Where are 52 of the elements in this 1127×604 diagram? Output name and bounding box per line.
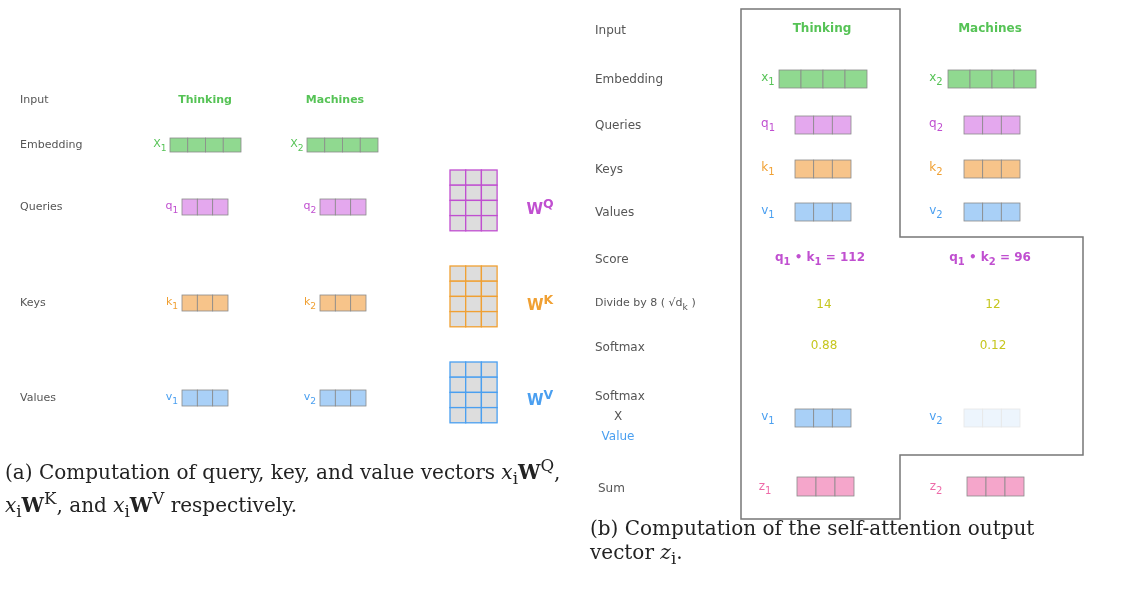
vector-label: x$_{1}$: [761, 70, 775, 88]
score-value: 14: [816, 296, 832, 312]
column-heading: Machines: [958, 20, 1022, 36]
vector-label: q$_{1}$: [761, 116, 775, 134]
vector-label: v$_{1}$: [761, 409, 775, 427]
score-value: 0.88: [810, 337, 838, 353]
vector-label: v$_{2}$: [303, 390, 317, 406]
row-label: Keys: [20, 296, 46, 310]
vector-label: k$_{2}$: [303, 295, 317, 311]
vector-label: k$_{1}$: [761, 160, 775, 178]
row-label: Values: [20, 391, 56, 405]
column-heading: Thinking: [792, 20, 852, 36]
row-label: Input: [20, 93, 49, 107]
column-heading: Machines: [305, 93, 365, 107]
score-value: 12: [985, 296, 1001, 312]
row-label: Embedding: [595, 71, 664, 87]
vector-label: x$_{2}$: [929, 70, 943, 88]
vector-label: v$_{1}$: [165, 390, 179, 406]
caption: (a) Computation of query, key, and value vectors x$_{i}$W$^{Q}$, x$_{i}$W$^{K}$, and x$_{i}$W$^{V}$ respectively.: [5, 456, 562, 522]
vector-label: q$_{2}$: [303, 199, 317, 215]
vector-label: q$_{2}$: [929, 116, 943, 134]
vector-label: v$_{2}$: [929, 203, 943, 221]
vector-label: q$_{1}$: [165, 199, 179, 215]
row-label: Keys: [595, 161, 623, 177]
row-label: Softmax: [595, 339, 645, 355]
row-label: Queries: [20, 200, 63, 214]
column-heading: Thinking: [178, 93, 232, 107]
row-label: Values: [595, 204, 635, 220]
row-label: Score: [595, 251, 629, 267]
score-formula: q$_{1}$ • k$_{2}$ = 96: [949, 250, 1031, 268]
matrix-label: W$^{Q}$: [526, 196, 554, 218]
row-label: Queries: [595, 117, 642, 133]
row-label: Divide by 8 ( √d$_{k}$ ): [595, 296, 696, 312]
row-label: Sum: [598, 480, 625, 496]
matrix-label: W$^{V}$: [526, 387, 554, 409]
vector-label: z$_{2}$: [929, 479, 943, 497]
row-label: Softmax: [595, 388, 645, 404]
caption: (b) Computation of the self-attention output vector z$_{i}$.: [590, 516, 1036, 569]
row-label: Input: [595, 22, 627, 38]
score-formula: q$_{1}$ • k$_{1}$ = 112: [775, 250, 865, 268]
vector-label: v$_{1}$: [761, 203, 775, 221]
vector-label: k$_{2}$: [929, 160, 943, 178]
vector-label: X$_{1}$: [153, 137, 167, 153]
vector-label: k$_{1}$: [165, 295, 179, 311]
vector-label: X$_{2}$: [290, 137, 304, 153]
score-value: 0.12: [979, 337, 1007, 353]
row-label: X: [613, 408, 623, 424]
vector-label: v$_{2}$: [929, 409, 943, 427]
vector-label: z$_{1}$: [758, 479, 772, 497]
row-label: Embedding: [20, 138, 83, 152]
row-label: Value: [601, 428, 635, 444]
matrix-label: W$^{K}$: [526, 292, 554, 314]
